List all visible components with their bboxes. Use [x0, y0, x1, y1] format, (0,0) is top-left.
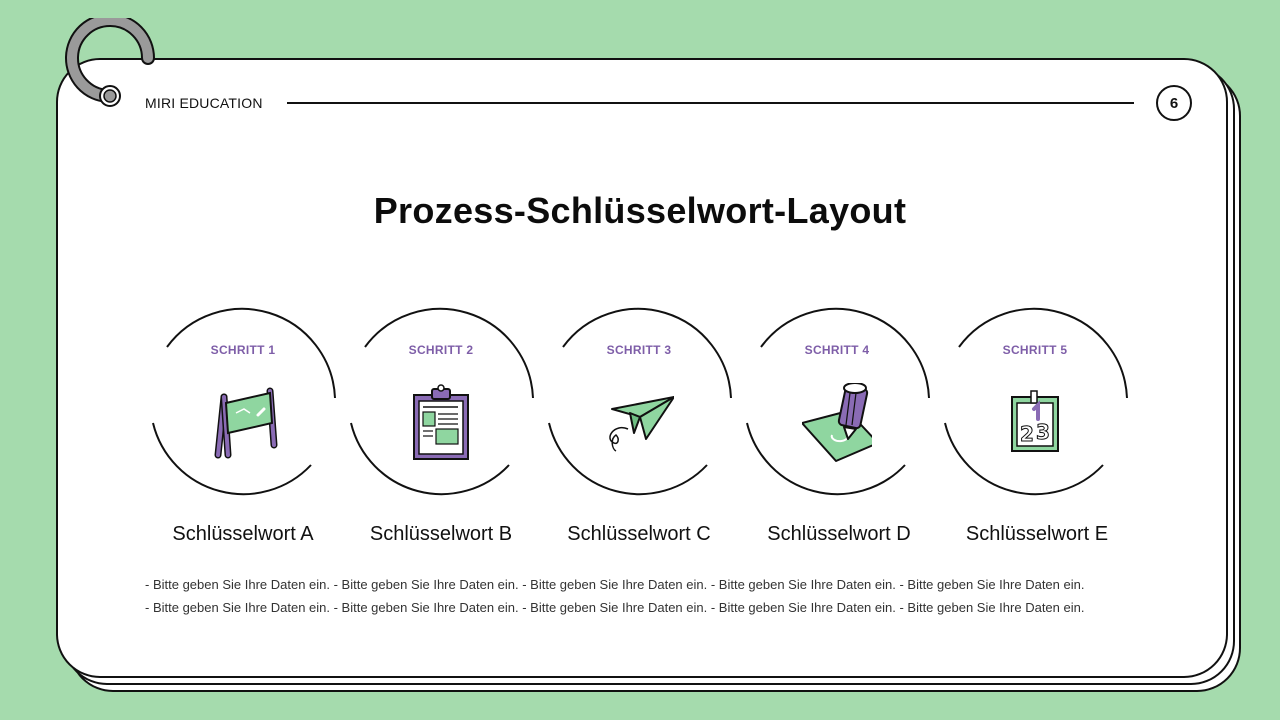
step-label: SCHRITT 5	[1002, 343, 1068, 357]
page-title: Prozess-Schlüsselwort-Layout	[373, 190, 907, 231]
keyword-label: Schlüsselwort A	[172, 523, 314, 545]
keyword-label: Schlüsselwort B	[369, 523, 513, 545]
process-step-5: SCHRITT 5 2 3	[942, 305, 1132, 505]
step-arc	[548, 307, 732, 496]
header-divider	[287, 102, 1134, 104]
step-label: SCHRITT 1	[210, 343, 276, 357]
svg-text:3: 3	[1036, 420, 1050, 444]
description-line: - Bitte geben Sie Ihre Daten ein. - Bitt…	[145, 577, 1085, 592]
step-label: SCHRITT 2	[408, 343, 474, 357]
brand-name: MIRI EDUCATION	[145, 95, 263, 111]
step-arc	[746, 307, 930, 496]
keyword-label: Schlüsselwort C	[567, 523, 711, 545]
step-arc	[350, 307, 534, 496]
step-arc	[152, 307, 336, 496]
paper-plane-icon	[609, 396, 674, 452]
binder-ring-icon	[65, 18, 155, 107]
chalkboard-icon	[214, 387, 278, 459]
pencil-icon	[802, 383, 872, 462]
process-step-3: SCHRITT 3	[546, 305, 736, 505]
page-number-badge: 6	[1156, 85, 1192, 121]
process-step-1: SCHRITT 1	[150, 305, 340, 505]
process-step-2: SCHRITT 2	[348, 305, 538, 505]
clipboard-icon	[413, 384, 469, 460]
description-line: - Bitte geben Sie Ihre Daten ein. - Bitt…	[145, 600, 1085, 615]
svg-text:2: 2	[1020, 422, 1034, 446]
keyword-label: Schlüsselwort E	[965, 523, 1109, 545]
step-arc	[944, 307, 1128, 496]
process-step-4: SCHRITT 4	[744, 305, 934, 505]
calendar-icon: 2 3	[1011, 390, 1059, 452]
step-label: SCHRITT 3	[606, 343, 672, 357]
keyword-label: Schlüsselwort D	[767, 523, 911, 545]
step-label: SCHRITT 4	[804, 343, 870, 357]
slide-card	[56, 58, 1228, 678]
